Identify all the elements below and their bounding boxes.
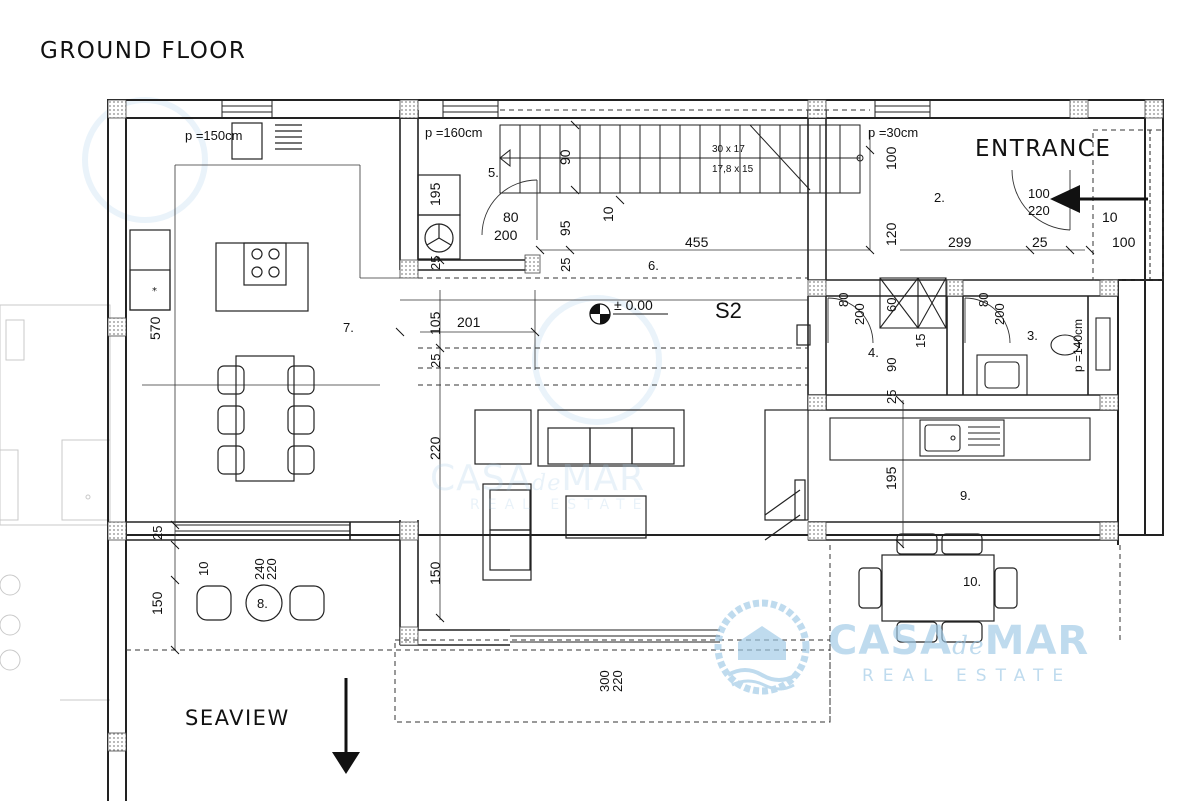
- dimension-label: 200: [852, 303, 867, 325]
- stair-note: 17,8 x 15: [712, 164, 754, 175]
- dimension-label: 90: [557, 149, 573, 165]
- dimension-label: 299: [948, 234, 972, 250]
- room-number: 8.: [257, 596, 268, 611]
- parapet-note: p =160cm: [425, 125, 482, 140]
- room-number: 6.: [648, 258, 659, 273]
- dimension-label: 150: [427, 561, 443, 585]
- stair-note: 30 x 17: [712, 144, 745, 155]
- pillars: [107, 99, 1164, 752]
- dimension-label: 80: [976, 293, 991, 307]
- kitchen-counter: [129, 122, 309, 312]
- dimension-label: 570: [147, 316, 163, 340]
- seaview-label: SEAVIEW: [185, 706, 290, 730]
- watermark-brand-part: CASA: [828, 618, 953, 664]
- dimension-label: 80: [503, 209, 519, 225]
- dimension-label: 220: [1028, 203, 1050, 218]
- room-number: 9.: [960, 488, 971, 503]
- watermark-subtitle: REAL ESTATE: [862, 666, 1073, 686]
- dashed-outlines: [126, 109, 1164, 723]
- terrace-table: [858, 533, 1018, 643]
- dimension-label: 25: [1032, 234, 1048, 250]
- room-number: 3.: [1027, 328, 1038, 343]
- inner-walls: [126, 110, 1118, 646]
- living-furniture: [474, 324, 811, 581]
- dimension-label: 100: [883, 146, 899, 170]
- dimension-ticks: [170, 120, 1095, 655]
- dining-table: [217, 355, 315, 482]
- dimension-label: 120: [883, 222, 899, 246]
- doors: [481, 169, 1071, 344]
- entrance-arrow: [1050, 185, 1148, 213]
- room-number: 7.: [343, 320, 354, 335]
- watermark-subtitle-faint: REAL ESTATE: [470, 497, 650, 513]
- dimension-label: 15: [913, 334, 928, 348]
- dimension-label: 220: [264, 558, 279, 580]
- parapet-note: p =150cm: [185, 128, 242, 143]
- dimension-label: 10: [1102, 209, 1118, 225]
- dimension-label: 220: [610, 670, 625, 692]
- dimension-label: 220: [427, 436, 443, 460]
- kitchenette: [829, 417, 1091, 461]
- plan-labels: S2 ± 0.00 2. 3. 4. 5. 6. 7. 8. 9. 10. p …: [147, 125, 1136, 692]
- dimension-label: 95: [557, 220, 573, 236]
- dimension-label: 90: [884, 358, 899, 372]
- dimension-label: 25: [884, 390, 899, 404]
- parapet-note: p =140cm: [1071, 319, 1085, 372]
- bistro-set: [196, 584, 325, 622]
- dimension-label: 240: [252, 558, 267, 580]
- seaview-arrow: [332, 678, 360, 774]
- room-number: 2.: [934, 190, 945, 205]
- watermark-brand-part: CASA: [430, 458, 532, 499]
- level-marker: [589, 303, 668, 325]
- entrance-label: ENTRANCE: [975, 136, 1112, 162]
- dimension-label: 200: [494, 227, 518, 243]
- dimension-label: 60: [884, 298, 899, 312]
- room-number: 10.: [963, 574, 981, 589]
- stairs: [499, 124, 864, 194]
- dimension-label: 25: [428, 256, 443, 270]
- dimension-label: 10: [600, 206, 616, 222]
- guide-lines: [142, 130, 1085, 650]
- dimension-label: 100: [1112, 234, 1136, 250]
- room-number: 5.: [488, 165, 499, 180]
- dimension-label: 200: [992, 303, 1007, 325]
- dimension-label: 105: [427, 311, 443, 335]
- page-title: GROUND FLOOR: [40, 38, 247, 64]
- watermark-brand-part: MAR: [561, 458, 646, 499]
- watermark-logo-icon: [714, 599, 810, 695]
- dimension-label: 25: [558, 258, 573, 272]
- dimension-label: 195: [427, 182, 443, 206]
- watermark-brand-part: MAR: [984, 618, 1090, 664]
- dimension-label: 455: [685, 234, 709, 250]
- zone-label: S2: [715, 298, 742, 323]
- level-label: ± 0.00: [614, 297, 653, 313]
- dimension-label: 80: [836, 293, 851, 307]
- bathroom-fixtures: [879, 277, 1111, 396]
- neighbour-plan: [0, 304, 111, 701]
- oven-mark: *: [152, 286, 157, 297]
- dimension-label: 201: [457, 314, 481, 330]
- dimension-label: 150: [149, 591, 165, 615]
- storage-units: [417, 174, 461, 260]
- watermark-brand: CASAdeMAR: [828, 618, 1089, 664]
- room-number: 4.: [868, 345, 879, 360]
- dimension-label: 100: [1028, 186, 1050, 201]
- watermark-brand-script: de: [531, 470, 562, 496]
- parapet-note: p =30cm: [868, 125, 918, 140]
- dimension-label: 25: [150, 526, 165, 540]
- watermark-brand-faint: CASAdeMAR: [430, 458, 645, 499]
- outer-walls: [107, 99, 1164, 801]
- watermark-brand-script: de: [952, 631, 985, 660]
- dimension-label: 25: [428, 354, 443, 368]
- dimension-label: 300: [597, 670, 612, 692]
- dimension-label: 195: [883, 466, 899, 490]
- dimension-label: 10: [196, 562, 211, 576]
- windows: [175, 99, 1151, 643]
